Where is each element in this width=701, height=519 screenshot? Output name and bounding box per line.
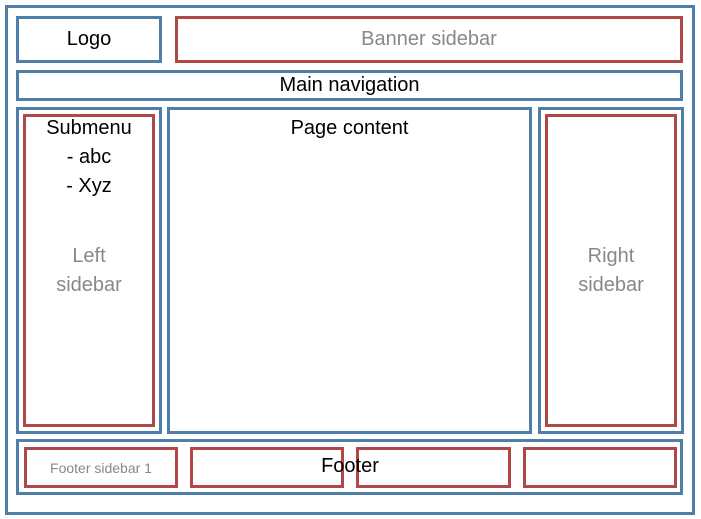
page-content-label: Page content: [290, 117, 409, 139]
logo-box: Logo: [16, 16, 162, 63]
footer-sidebar-1-box: Footer sidebar 1: [24, 447, 178, 488]
footer-box: [16, 439, 683, 495]
left-sidebar-box: Submenu - abc - Xyz Left sidebar: [23, 114, 155, 427]
right-sidebar-label-line2: sidebar: [578, 274, 644, 296]
logo-label: Logo: [66, 28, 112, 50]
footer-sidebar-4-box: [523, 447, 677, 488]
footer-sidebar-1-label: Footer sidebar 1: [50, 459, 152, 476]
main-navigation-label: Main navigation: [279, 74, 420, 96]
submenu-item-abc: - abc: [66, 146, 112, 168]
left-sidebar-label-line1: Left: [72, 245, 106, 267]
footer-sidebar-2-box: [190, 447, 344, 488]
left-sidebar-label-line2: sidebar: [56, 274, 122, 296]
banner-sidebar-box: Banner sidebar: [175, 16, 683, 63]
banner-sidebar-label: Banner sidebar: [361, 28, 497, 50]
right-sidebar-label-line1: Right: [587, 245, 635, 267]
submenu-title: Submenu: [46, 117, 132, 139]
footer-sidebar-3-box: [356, 447, 511, 488]
page-content-box: Page content: [167, 107, 532, 434]
main-navigation-box: Main navigation: [16, 70, 683, 101]
right-sidebar-box: Right sidebar: [545, 114, 677, 427]
right-column-box: [538, 107, 684, 434]
footer-label: Footer: [321, 455, 379, 477]
submenu-item-xyz: - Xyz: [66, 175, 112, 197]
page-frame: [5, 5, 695, 515]
left-column-box: [16, 107, 162, 434]
